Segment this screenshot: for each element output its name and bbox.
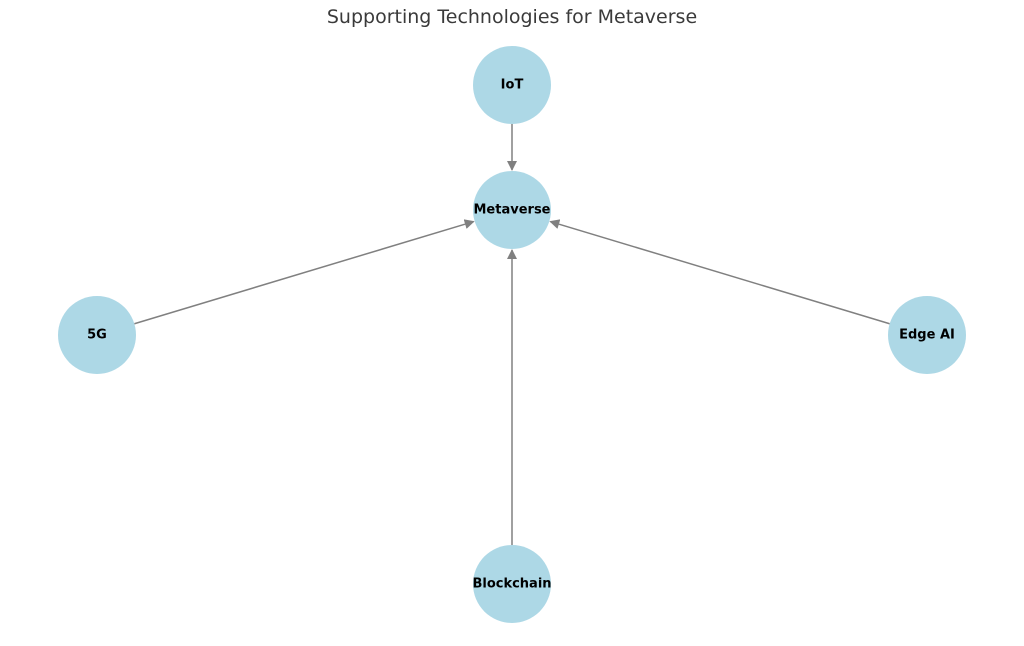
node-edge-ai: Edge AI — [888, 296, 966, 374]
diagram-title: Supporting Technologies for Metaverse — [326, 6, 698, 28]
node-circle-blockchain — [473, 545, 551, 623]
edge-5g-to-metaverse — [134, 219, 475, 325]
node-circle-edge-ai — [888, 296, 966, 374]
nodes-layer: Metaverse IoT 5G Edge AI Blockchain — [58, 46, 966, 623]
node-label-iot: IoT — [501, 78, 524, 93]
edge-edge-ai-to-metaverse — [549, 219, 890, 325]
node-circle-iot — [473, 46, 551, 124]
node-circle-metaverse — [473, 171, 551, 249]
node-5g: 5G — [58, 296, 136, 374]
node-metaverse: Metaverse — [473, 171, 551, 249]
node-blockchain: Blockchain — [472, 545, 552, 623]
node-iot: IoT — [473, 46, 551, 124]
node-label-edge-ai: Edge AI — [899, 328, 955, 343]
node-label-5g: 5G — [87, 328, 107, 343]
node-label-blockchain: Blockchain — [472, 577, 551, 592]
node-circle-5g — [58, 296, 136, 374]
node-label-metaverse: Metaverse — [474, 203, 551, 218]
edges-layer — [134, 124, 890, 545]
